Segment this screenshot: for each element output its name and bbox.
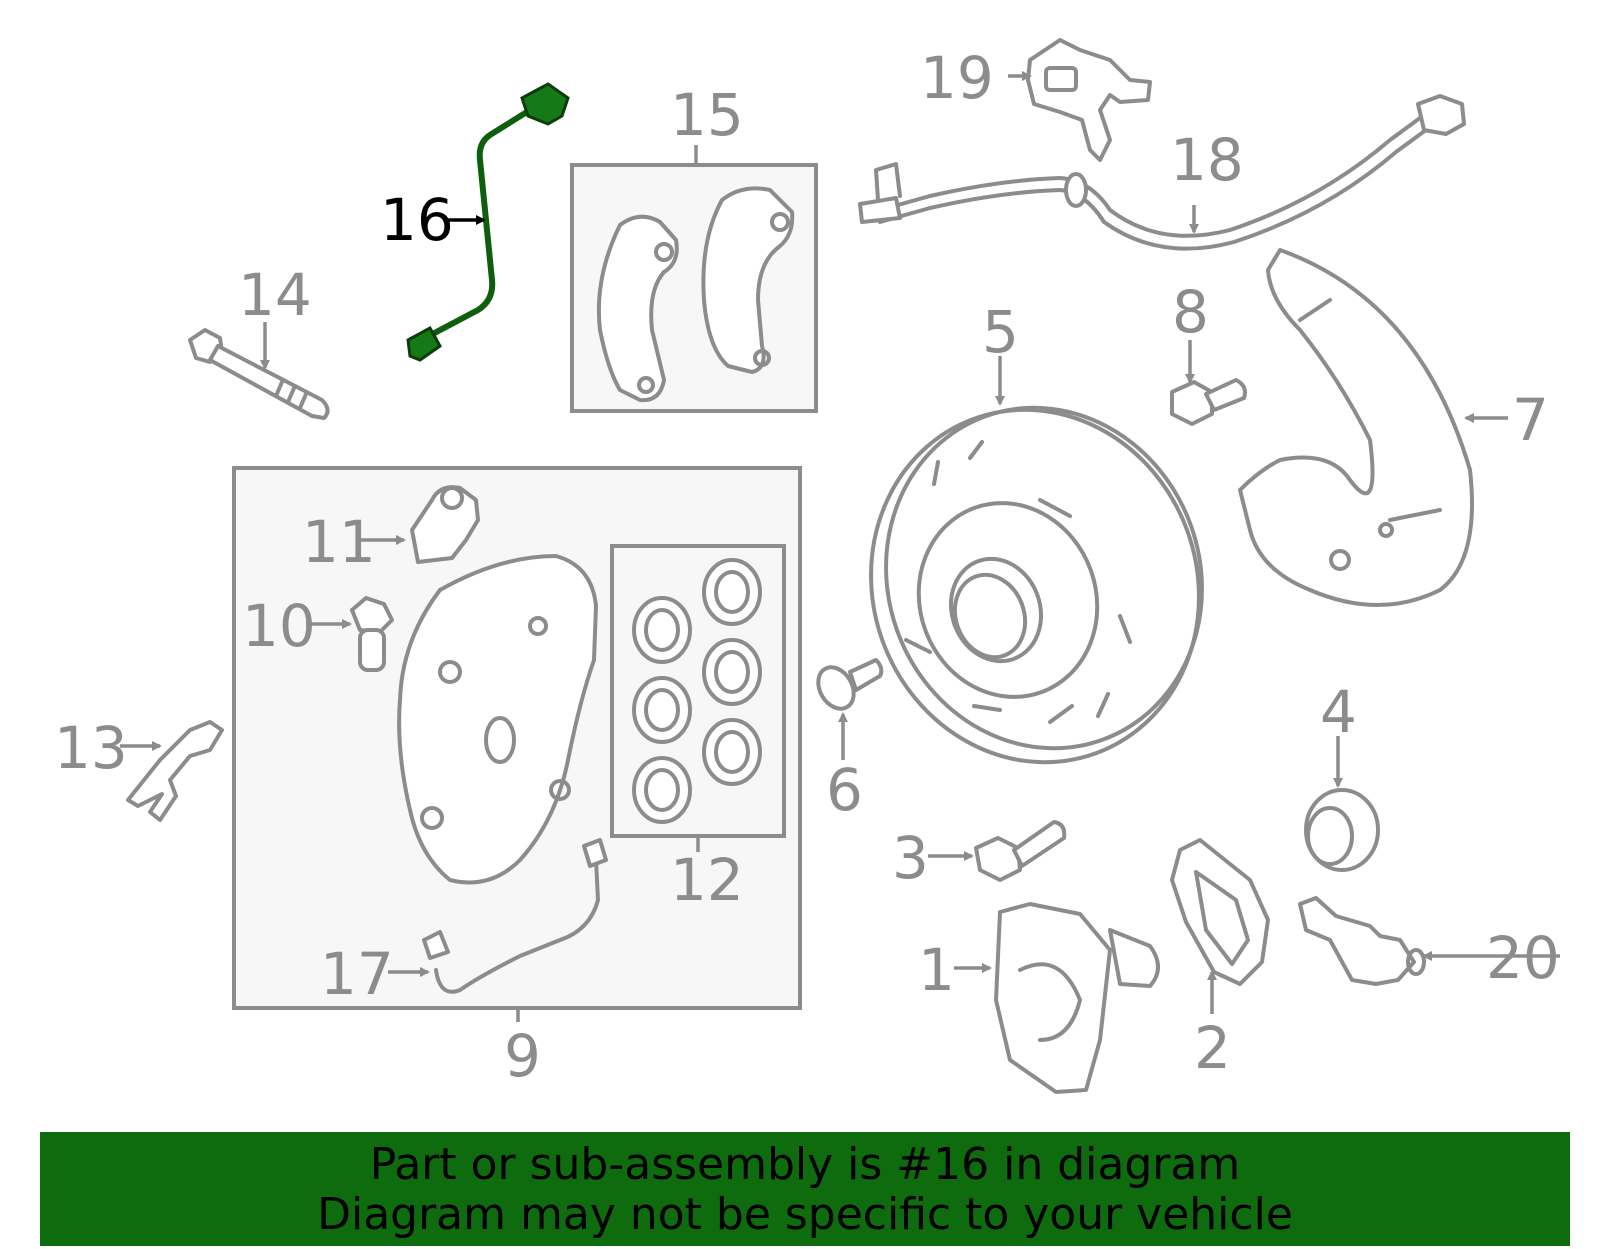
callout-20: 20 <box>1486 924 1560 992</box>
gasket-part-2[interactable] <box>1170 838 1270 986</box>
brake-line-part-17[interactable] <box>422 838 608 994</box>
callout-16: 16 <box>380 186 454 254</box>
brake-pads-part-15[interactable] <box>570 163 818 413</box>
splash-shield-part-7[interactable] <box>1238 248 1474 607</box>
callout-2: 2 <box>1194 1014 1231 1082</box>
bleeder-part-10[interactable] <box>350 596 394 672</box>
bracket-part-19[interactable] <box>1026 38 1152 162</box>
screw-part-6[interactable] <box>811 658 884 715</box>
callout-3: 3 <box>892 824 929 892</box>
callout-14: 14 <box>238 261 312 329</box>
brake-parts-diagram: 16 15 19 18 14 8 5 7 11 10 13 6 4 12 3 1… <box>54 38 1560 1094</box>
clip-part-11[interactable] <box>410 485 480 564</box>
bearing-part-4[interactable] <box>1304 788 1380 872</box>
callout-8: 8 <box>1172 278 1209 346</box>
hub-part-1[interactable] <box>994 902 1160 1094</box>
callout-12: 12 <box>670 846 744 914</box>
callout-6: 6 <box>826 756 863 824</box>
bolt-part-8[interactable] <box>1170 378 1247 426</box>
callout-18: 18 <box>1170 126 1244 194</box>
callout-15: 15 <box>670 81 744 149</box>
callout-10: 10 <box>242 592 316 660</box>
callout-19: 19 <box>920 44 994 112</box>
callout-17: 17 <box>320 940 394 1008</box>
callout-7: 7 <box>1512 386 1549 454</box>
wear-sensor-part-16[interactable] <box>406 82 570 362</box>
caliper-housing[interactable] <box>397 554 598 885</box>
callout-4: 4 <box>1320 678 1357 746</box>
callout-5: 5 <box>982 298 1019 366</box>
brake-hose-part-18[interactable] <box>858 94 1466 251</box>
seal-kit-part-12[interactable] <box>610 544 786 838</box>
notice-line-disclaimer: Diagram may not be specific to your vehi… <box>317 1189 1293 1240</box>
brake-rotor-part-5[interactable] <box>822 363 1250 809</box>
callout-13: 13 <box>54 714 128 782</box>
callout-1: 1 <box>918 936 955 1004</box>
callout-11: 11 <box>302 508 376 576</box>
sensor-part-20[interactable] <box>1298 896 1426 986</box>
bolt-part-14[interactable] <box>188 328 330 420</box>
spring-clip-part-13[interactable] <box>126 720 224 822</box>
notice-line-part-number: Part or sub-assembly is #16 in diagram <box>369 1139 1241 1190</box>
callout-9: 9 <box>504 1022 541 1090</box>
bolt-part-3[interactable] <box>974 820 1067 882</box>
highlight-notice-banner: Part or sub-assembly is #16 in diagram D… <box>40 1132 1570 1246</box>
